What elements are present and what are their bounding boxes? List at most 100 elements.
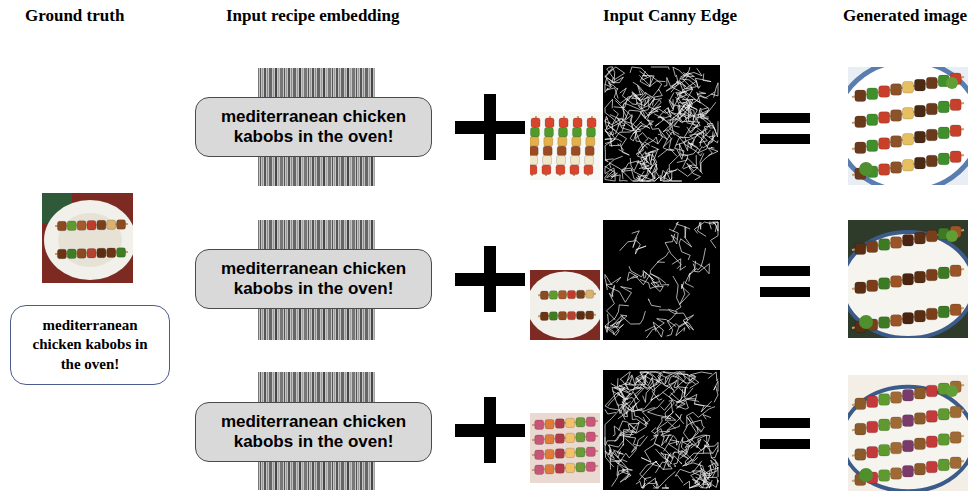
canny-edge (679, 237, 692, 260)
kebab-piece (535, 465, 544, 474)
kebab-piece (926, 103, 937, 115)
canny-edge (708, 136, 718, 144)
kebab-piece (585, 156, 594, 165)
kebab-piece (938, 459, 949, 471)
canny-edge (685, 92, 715, 128)
kebab-piece (586, 447, 595, 456)
canny-edge (636, 133, 649, 142)
kebab-piece (117, 220, 126, 229)
canny-edge (605, 410, 616, 415)
photo-background (530, 413, 600, 483)
kebab-piece (914, 387, 925, 399)
canny-edge (641, 428, 657, 463)
kebab-piece (891, 237, 902, 249)
kebab-piece (557, 156, 566, 165)
canny-edge (675, 375, 699, 388)
image-content (848, 67, 968, 185)
kebab-piece (585, 146, 594, 155)
canny-edge (680, 281, 690, 304)
text-holder: mediterranean chicken kabobs in the oven… (206, 259, 421, 300)
kebab-piece (950, 304, 961, 316)
canny-edge-map (603, 220, 720, 340)
text-holder: mediterranean chicken kabobs in the oven… (21, 316, 159, 375)
canny-edge (687, 435, 718, 452)
canny-edge (666, 122, 676, 156)
kebab-piece (879, 86, 890, 98)
kebab-piece (555, 419, 564, 428)
kebab-piece (530, 146, 538, 155)
kebab-piece (879, 317, 890, 329)
canny-edge (653, 164, 671, 181)
kebab-piece (879, 278, 890, 290)
garnish (946, 230, 958, 242)
kebab-piece (926, 269, 937, 281)
canny-edge (608, 83, 633, 104)
kebab-piece (586, 432, 595, 441)
kebab-piece (950, 125, 961, 137)
canny-edge (605, 116, 625, 124)
recipe-box: mediterranean chicken kabobs in the oven… (195, 402, 432, 462)
canny-edge (665, 234, 681, 269)
plate (848, 387, 968, 491)
canny-edge (678, 136, 703, 156)
kebab-piece (587, 118, 596, 127)
kebab-piece (558, 291, 566, 299)
canny-edge (671, 393, 700, 409)
kebab-piece (926, 129, 937, 141)
kebab-piece (879, 112, 890, 124)
kebab-piece (531, 118, 540, 127)
kebab-piece (545, 434, 554, 443)
canny-edge (669, 229, 678, 244)
canny-edge (618, 399, 653, 419)
canny-edge (611, 384, 622, 406)
canny-edge (606, 284, 632, 302)
canny-edge (703, 415, 711, 420)
input-image (527, 270, 604, 340)
canny-edge (661, 401, 673, 411)
kebab-piece (77, 221, 86, 230)
canny-edge (689, 248, 706, 275)
kebab-piece (867, 140, 878, 152)
kebab-piece (914, 271, 925, 283)
garnish (859, 162, 873, 176)
kebab-piece (950, 432, 961, 444)
canny-edge (648, 299, 661, 307)
kebab-piece (544, 127, 553, 136)
canny-edge (667, 309, 678, 336)
kebab-piece (577, 311, 585, 319)
canny-edge (605, 305, 629, 333)
kebab-piece (107, 220, 116, 229)
canny-edge (658, 130, 667, 140)
kebab-piece (556, 165, 565, 174)
garnish (859, 468, 873, 482)
kebab-piece (879, 419, 890, 431)
kebab-piece (67, 249, 76, 258)
kebab-piece (530, 127, 539, 136)
canny-edge (666, 459, 673, 467)
canny-edge (675, 92, 700, 103)
canny-edge (636, 481, 645, 488)
kebab-piece (914, 310, 925, 322)
kebab-piece (891, 110, 902, 122)
kebab-piece (97, 220, 106, 229)
generated-image (836, 61, 976, 191)
kebab-piece (117, 248, 126, 257)
kebab-piece (903, 235, 914, 247)
kebab-piece (57, 221, 66, 230)
kebab-piece (903, 160, 914, 172)
canny-edge (622, 389, 641, 411)
plate (848, 67, 968, 185)
kebab-piece (903, 313, 914, 325)
canny-edge (679, 426, 701, 459)
kebab-piece (540, 291, 548, 299)
canny-edge (704, 440, 719, 458)
kebab-piece (903, 390, 914, 402)
kebab-piece (77, 249, 86, 258)
kebab-piece (926, 461, 937, 473)
canny-edge (643, 156, 658, 174)
kebab-piece (903, 108, 914, 120)
kebab-piece (855, 243, 866, 255)
canny-edge (687, 163, 701, 180)
canny-edge (694, 222, 718, 248)
